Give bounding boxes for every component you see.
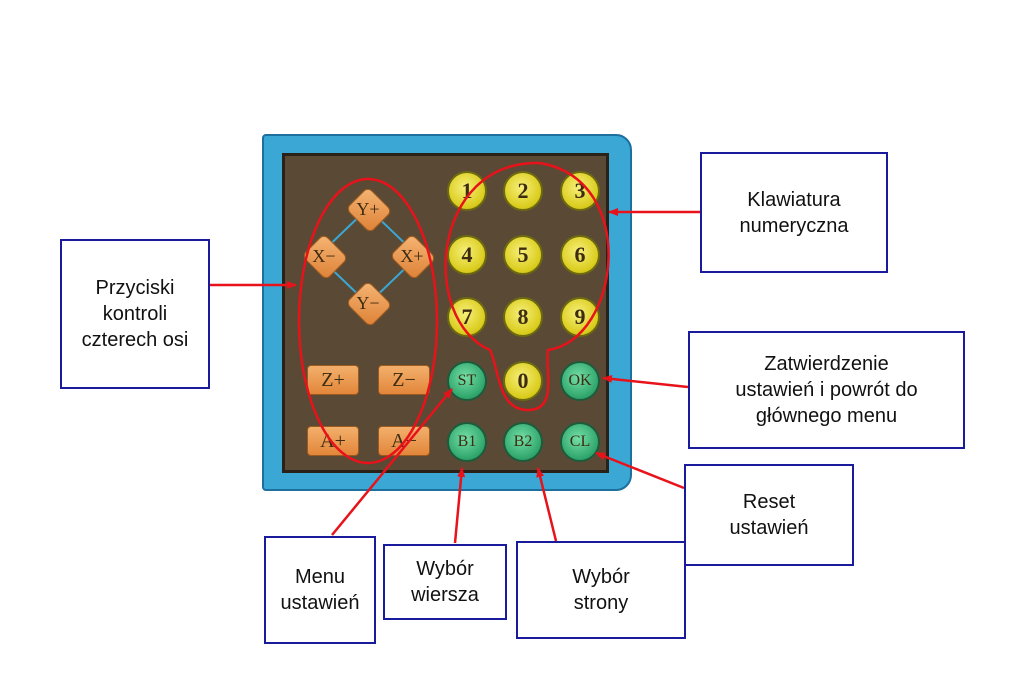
z-plus-key[interactable]: Z+ (307, 365, 359, 395)
num-key-3[interactable]: 3 (560, 171, 600, 211)
num-key-6[interactable]: 6 (560, 235, 600, 275)
num-key-9[interactable]: 9 (560, 297, 600, 337)
y-minus-key[interactable]: Y− (341, 280, 395, 328)
num-key-7[interactable]: 7 (447, 297, 487, 337)
st-key[interactable]: ST (447, 361, 487, 401)
axes-callout: Przyciski kontroli czterech osi (60, 239, 210, 389)
cl-key[interactable]: CL (560, 422, 600, 462)
y-plus-key[interactable]: Y+ (341, 186, 395, 234)
num-key-4[interactable]: 4 (447, 235, 487, 275)
menu-callout: Menu ustawień (264, 536, 376, 644)
ok-key[interactable]: OK (560, 361, 600, 401)
num-key-5[interactable]: 5 (503, 235, 543, 275)
row-callout: Wybór wiersza (383, 544, 507, 620)
num-key-1[interactable]: 1 (447, 171, 487, 211)
confirm-callout: Zatwierdzenie ustawień i powrót do główn… (688, 331, 965, 449)
num-key-0[interactable]: 0 (503, 361, 543, 401)
a-minus-key[interactable]: A− (378, 426, 430, 456)
b1-key[interactable]: B1 (447, 422, 487, 462)
num-key-2[interactable]: 2 (503, 171, 543, 211)
page-callout: Wybór strony (516, 541, 686, 639)
x-minus-key[interactable]: X− (297, 233, 351, 281)
z-minus-key[interactable]: Z− (378, 365, 430, 395)
a-plus-key[interactable]: A+ (307, 426, 359, 456)
numeric-callout: Klawiatura numeryczna (700, 152, 888, 273)
x-plus-key[interactable]: X+ (385, 233, 439, 281)
reset-callout: Reset ustawień (684, 464, 854, 566)
b2-key[interactable]: B2 (503, 422, 543, 462)
num-key-8[interactable]: 8 (503, 297, 543, 337)
